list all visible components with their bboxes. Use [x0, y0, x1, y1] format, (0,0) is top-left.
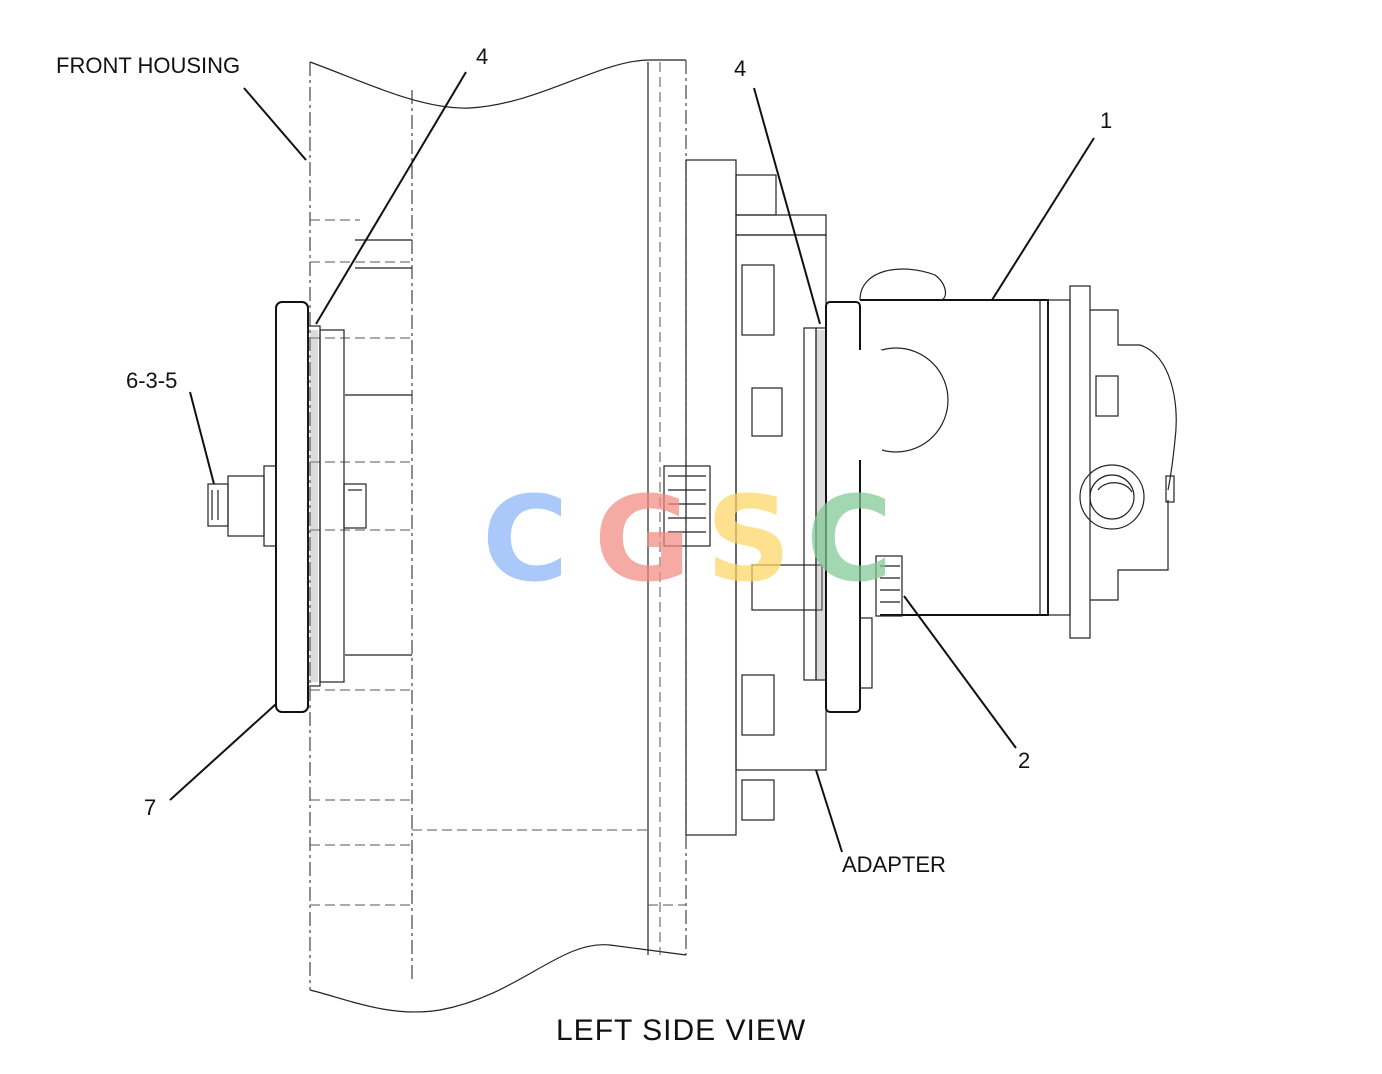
- watermark-letter: C: [482, 470, 569, 608]
- bolt-6-3-5: [207, 465, 367, 547]
- pump-1: [842, 268, 1177, 639]
- callout-1: 1: [1100, 108, 1112, 133]
- callout-7: 7: [144, 795, 156, 820]
- cover-plate-7: [275, 301, 345, 713]
- leader-lines: [169, 71, 1095, 853]
- front-housing-label: FRONT HOUSING: [56, 53, 240, 78]
- pump-flange: [803, 301, 873, 713]
- callout-4-left: 4: [476, 44, 488, 69]
- watermark-logo: C G S C: [482, 470, 893, 608]
- view-title: LEFT SIDE VIEW: [556, 1014, 806, 1047]
- watermark-letter: G: [594, 470, 691, 608]
- callout-4-right: 4: [734, 56, 746, 81]
- watermark-letter: C: [806, 470, 893, 608]
- adapter-label: ADAPTER: [842, 852, 946, 877]
- callout-2: 2: [1018, 748, 1030, 773]
- watermark-letter: S: [706, 470, 791, 608]
- callout-6-3-5: 6-3-5: [126, 368, 177, 393]
